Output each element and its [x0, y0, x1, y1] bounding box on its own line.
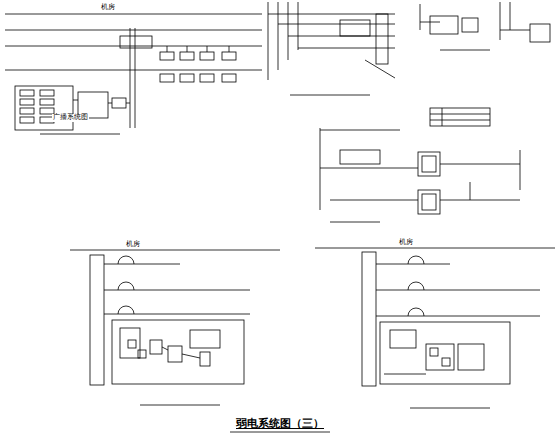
sheet-caption: 弱电系统图（三）	[235, 418, 325, 430]
background-music-system	[268, 2, 395, 95]
room-label: 机房	[398, 239, 414, 247]
drawing-title: 广播系统图	[52, 114, 89, 122]
broadcast-system	[5, 14, 262, 134]
room-label: 机房	[125, 241, 141, 249]
cctv-system	[70, 250, 280, 405]
alarm-system	[315, 248, 555, 408]
intercom-system	[320, 108, 520, 222]
control-system	[420, 2, 550, 50]
room-label: 机房	[100, 4, 116, 12]
